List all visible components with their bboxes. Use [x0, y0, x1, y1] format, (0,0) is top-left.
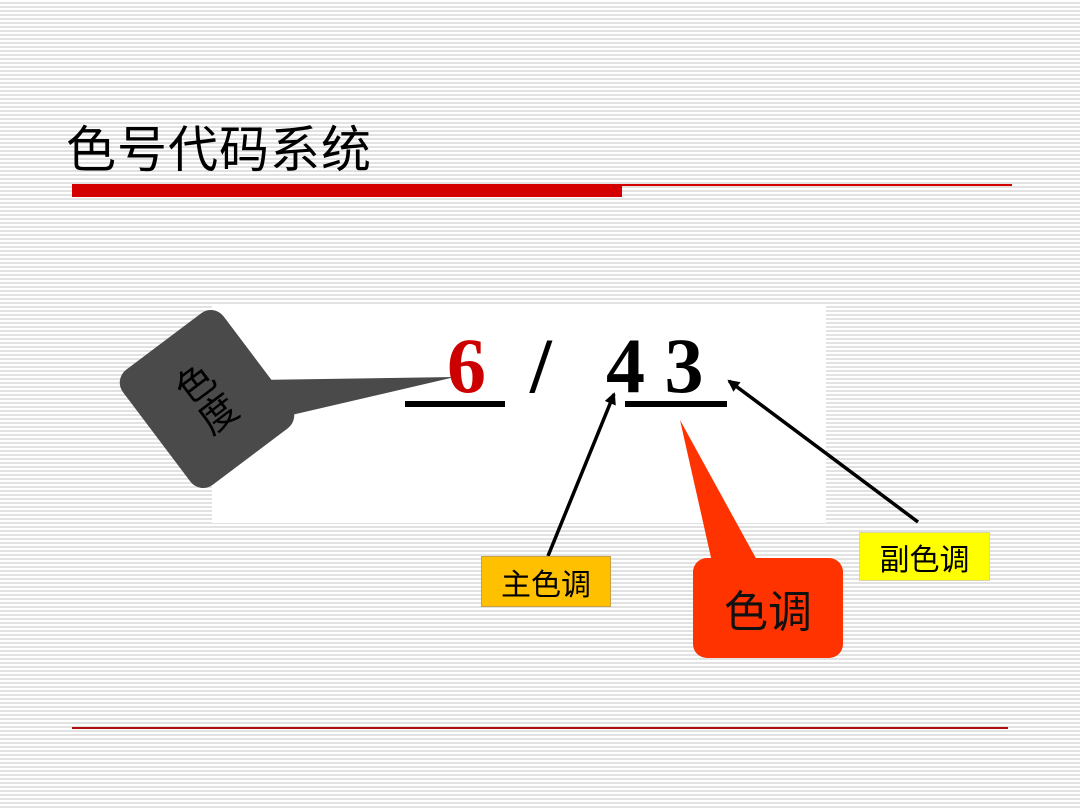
- hue-digits-underline: [625, 401, 727, 407]
- footer-line: [72, 727, 1008, 729]
- slide-title: 色号代码系统: [66, 121, 372, 179]
- title-underline-thick: [72, 184, 622, 197]
- sub-hue-arrow: [727, 379, 920, 524]
- main-hue-arrow: [546, 392, 616, 557]
- chroma-digit: 6: [447, 322, 486, 409]
- chroma-digit-underline: [405, 401, 505, 407]
- title-underline-thin: [620, 184, 1012, 186]
- code-panel: [212, 305, 826, 523]
- chroma-callout-label: 色度: [167, 354, 247, 444]
- hue-callout: 色调: [693, 558, 843, 658]
- hue-digits: 4 3: [606, 322, 704, 409]
- chroma-callout-pointer: [255, 377, 455, 420]
- main-hue-label: 主色调: [481, 556, 611, 607]
- sub-hue-label: 副色调: [859, 532, 990, 581]
- hue-callout-pointer: [680, 420, 758, 562]
- code-separator: /: [529, 322, 553, 409]
